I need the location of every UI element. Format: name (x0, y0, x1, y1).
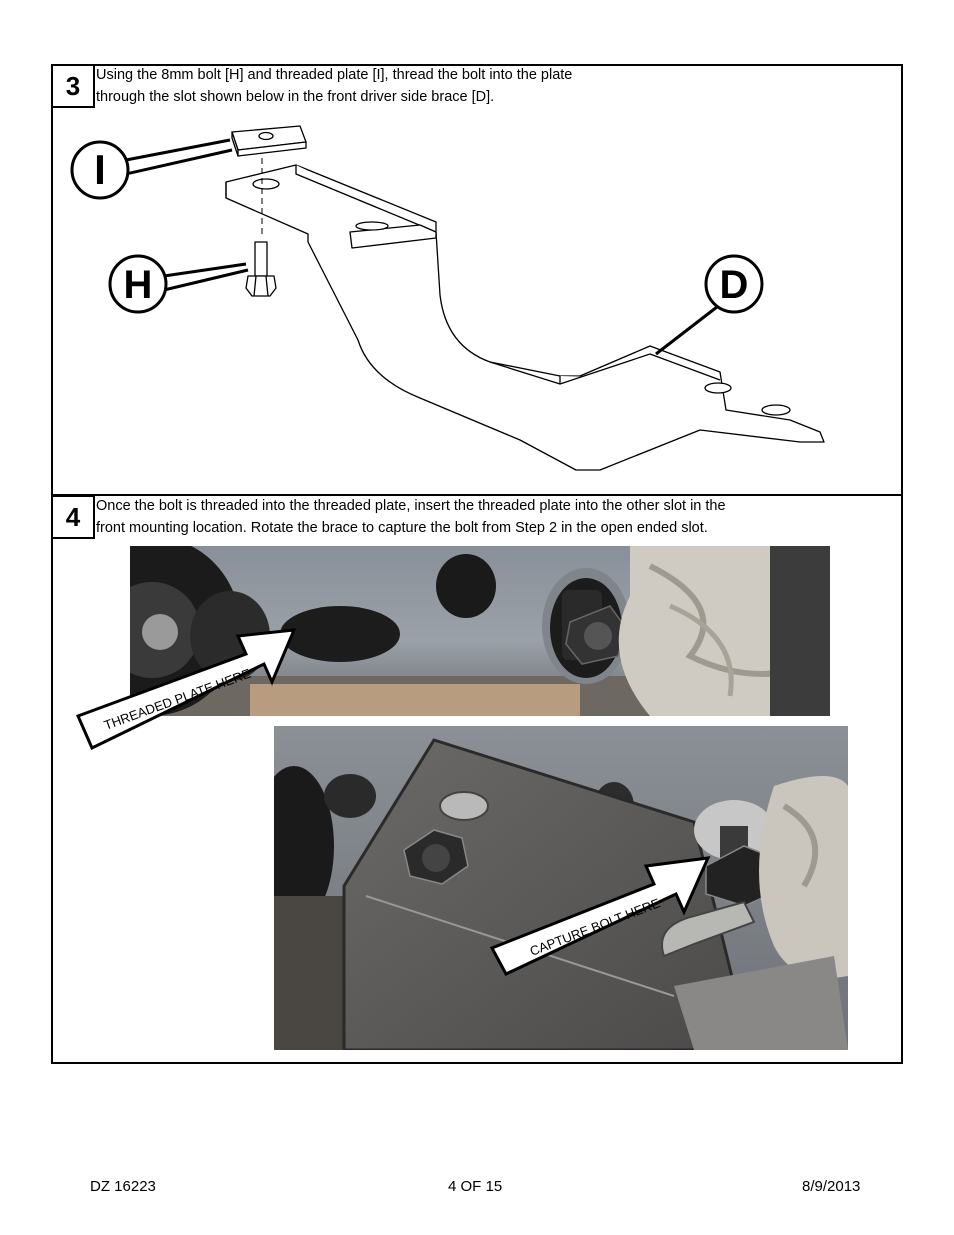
photo-threaded-plate (130, 546, 830, 716)
step-4-text: Once the bolt is threaded into the threa… (96, 495, 726, 539)
instruction-frame (51, 64, 903, 1064)
step-divider (51, 494, 903, 496)
callout-h-label: H (124, 263, 153, 307)
step-4-text-line2: front mounting location. Rotate the brac… (96, 520, 708, 536)
step-4-text-line1: Once the bolt is threaded into the threa… (96, 498, 726, 514)
callout-i-label: I (94, 146, 106, 193)
step-3-text: Using the 8mm bolt [H] and threaded plat… (96, 64, 572, 108)
callout-i: I (70, 140, 130, 200)
footer-date: 8/9/2013 (802, 1178, 861, 1195)
callout-d: D (704, 254, 764, 314)
step-4-number: 4 (51, 495, 95, 539)
brace-diagram: I H D (70, 125, 825, 471)
callout-h: H (108, 254, 168, 314)
arrow-threaded-plate: THREADED PLATE HERE (75, 628, 297, 751)
photo-capture-bolt (274, 726, 848, 1050)
footer-doc-id: DZ 16223 (90, 1178, 156, 1195)
step-3-text-line2: through the slot shown below in the fron… (96, 89, 495, 105)
callout-d-label: D (720, 263, 749, 307)
footer-page-number: 4 OF 15 (448, 1178, 503, 1195)
step-3-text-line1: Using the 8mm bolt [H] and threaded plat… (96, 67, 573, 83)
step-3-number: 3 (51, 64, 95, 108)
arrow-capture-bolt: CAPTURE BOLT HERE (489, 856, 711, 976)
